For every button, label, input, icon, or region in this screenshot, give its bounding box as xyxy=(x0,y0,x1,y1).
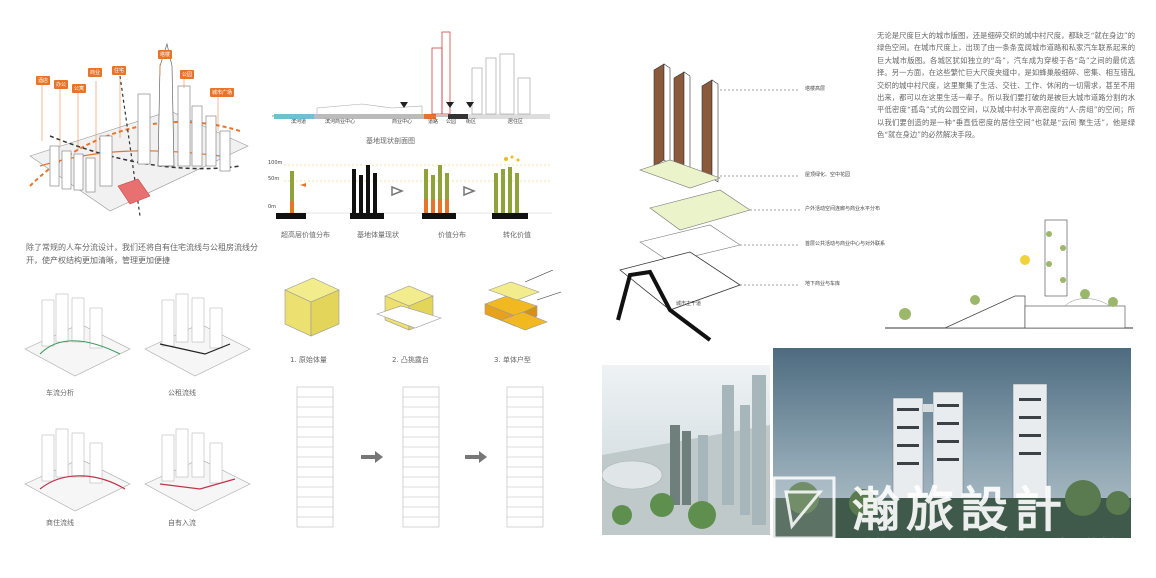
exploded-label: 地下商业与车库 xyxy=(805,281,841,287)
value-axis-label: 50m xyxy=(268,176,280,182)
callout-label: 塔楼 xyxy=(158,50,173,59)
flow-caption: 车流分析 xyxy=(46,389,74,397)
volume-caption: 3. 单体户型 xyxy=(494,356,531,364)
callout-label: 办公 xyxy=(54,80,69,89)
section-label: 滨河商业中心 xyxy=(325,119,356,125)
concept-paragraph: 无论是尺度巨大的城市版图，还是细碎交织的城中村尺度，都缺乏“就在身边”的绿色空间… xyxy=(877,31,1135,140)
callout-label: 商业 xyxy=(88,68,103,77)
section-caption: 基地现状剖面图 xyxy=(366,137,415,145)
value-caption: 超高层价值分布 xyxy=(281,231,330,239)
service-label: 全程策划 xyxy=(1056,538,1117,553)
service-label: 建筑设计 xyxy=(860,538,921,553)
exploded-label: 塔楼高层 xyxy=(805,86,826,92)
studio-services: 建筑设计 咨询策划 全程策划 xyxy=(860,534,1116,553)
section-label: 商业中心 xyxy=(392,119,413,125)
site-section-diagram xyxy=(272,31,550,119)
section-label: 街区 xyxy=(466,119,477,125)
value-caption: 价值分布 xyxy=(438,231,466,239)
section-label: 居住区 xyxy=(508,119,524,125)
service-label: 咨询策划 xyxy=(958,538,1019,553)
value-distribution-diagram xyxy=(276,155,552,219)
vertical-living-section xyxy=(885,219,1133,329)
callout-label: 住宅 xyxy=(112,66,127,75)
flow-caption: 自有入流 xyxy=(168,519,196,527)
volume-evolution-diagram xyxy=(284,270,562,337)
road-label: 城市主干道 xyxy=(676,301,702,307)
studio-name: 瀚旅設計 xyxy=(852,482,1069,538)
callout-label: 酒店 xyxy=(36,76,51,85)
value-caption: 转化价值 xyxy=(503,231,531,239)
flow-caption: 公租流线 xyxy=(168,389,196,397)
callout-label: 公寓 xyxy=(72,84,87,93)
callout-label: 公园 xyxy=(180,70,195,79)
section-label: 公园 xyxy=(446,119,457,125)
flow-caption: 商住流线 xyxy=(46,519,74,527)
section-label: 滨河道 xyxy=(291,119,307,125)
exploded-axonometric xyxy=(616,63,800,342)
intro-paragraph: 除了常规的人车分流设计，我们还将自有住宅流线与公租房流线分开，使产权结构更加清晰… xyxy=(26,243,258,265)
callout-label: 城市广场 xyxy=(210,88,235,97)
value-caption: 基地体量现状 xyxy=(357,231,399,239)
tower-evolution-diagram xyxy=(296,386,544,528)
studio-logo-icon xyxy=(772,476,836,540)
value-axis-label: 0m xyxy=(268,204,277,210)
volume-caption: 2. 凸挑露台 xyxy=(392,356,429,364)
exploded-label: 屋顶绿化、空中花园 xyxy=(805,172,851,178)
aerial-rendering xyxy=(602,365,770,535)
section-label: 道路 xyxy=(428,119,439,125)
exploded-label: 首层公共活动与商业中心与对外联系 xyxy=(805,241,886,247)
exploded-label: 户外活动空间连廊与商业水平分布 xyxy=(805,206,881,212)
value-axis-label: 100m xyxy=(268,160,283,166)
flow-analysis-diagrams xyxy=(24,293,251,512)
aerial-city-diagram xyxy=(29,42,249,217)
volume-caption: 1. 原始体量 xyxy=(290,356,327,364)
